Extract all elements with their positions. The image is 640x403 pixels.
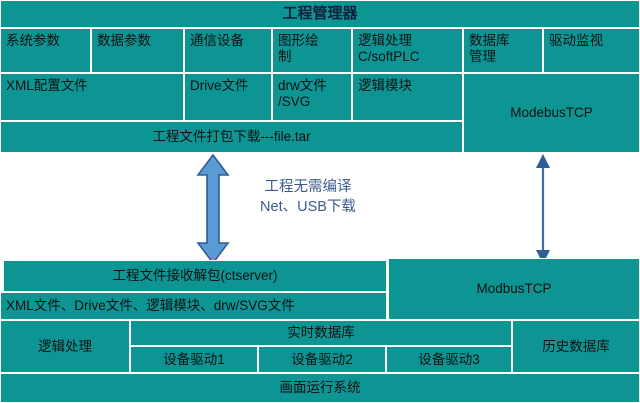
logic-process-runtime[interactable]: 逻辑处理 <box>0 320 130 373</box>
received-files-list[interactable]: XML文件、Drive文件、逻辑模块、drw/SVG文件 <box>0 292 387 320</box>
page-title: 工程管理器 <box>0 0 640 28</box>
package-download-file-tar[interactable]: 工程文件打包下载---file.tar <box>0 121 463 153</box>
device-driver-2[interactable]: 设备驱动2 <box>258 346 386 373</box>
module-header-graphic-draw[interactable]: 图形绘 制 <box>272 28 352 73</box>
history-database[interactable]: 历史数据库 <box>512 320 640 373</box>
module-header-system-params[interactable]: 系统参数 <box>0 28 91 73</box>
modbus-arrow <box>531 153 555 265</box>
artifact-logic-module[interactable]: 逻辑模块 <box>352 73 463 121</box>
bottom-protocol-modbustcp[interactable]: ModbusTCP <box>388 258 640 320</box>
module-header-comm-device[interactable]: 通信设备 <box>184 28 272 73</box>
artifact-xml-config-file[interactable]: XML配置文件 <box>0 73 184 121</box>
receiver-ctserver[interactable]: 工程文件接收解包(ctserver) <box>3 260 387 292</box>
module-header-db-manage[interactable]: 数据库 管理 <box>463 28 543 73</box>
middle-note: 工程无需编译 Net、USB下载 <box>260 179 356 215</box>
download-arrow <box>196 153 230 265</box>
device-driver-3[interactable]: 设备驱动3 <box>386 346 512 373</box>
module-header-data-params[interactable]: 数据参数 <box>91 28 184 73</box>
device-driver-1[interactable]: 设备驱动1 <box>130 346 258 373</box>
artifact-drw-svg-file[interactable]: drw文件 /SVG <box>272 73 352 121</box>
top-protocol-modebustcp[interactable]: ModebusTCP <box>463 73 640 153</box>
module-header-drive-monitor[interactable]: 驱动监视 <box>543 28 640 73</box>
artifact-drive-file[interactable]: Drive文件 <box>184 73 272 121</box>
realtime-database[interactable]: 实时数据库 <box>130 320 512 346</box>
module-header-logic-process[interactable]: 逻辑处理 C/softPLC <box>352 28 463 73</box>
screen-runtime-system[interactable]: 画面运行系统 <box>0 373 640 403</box>
